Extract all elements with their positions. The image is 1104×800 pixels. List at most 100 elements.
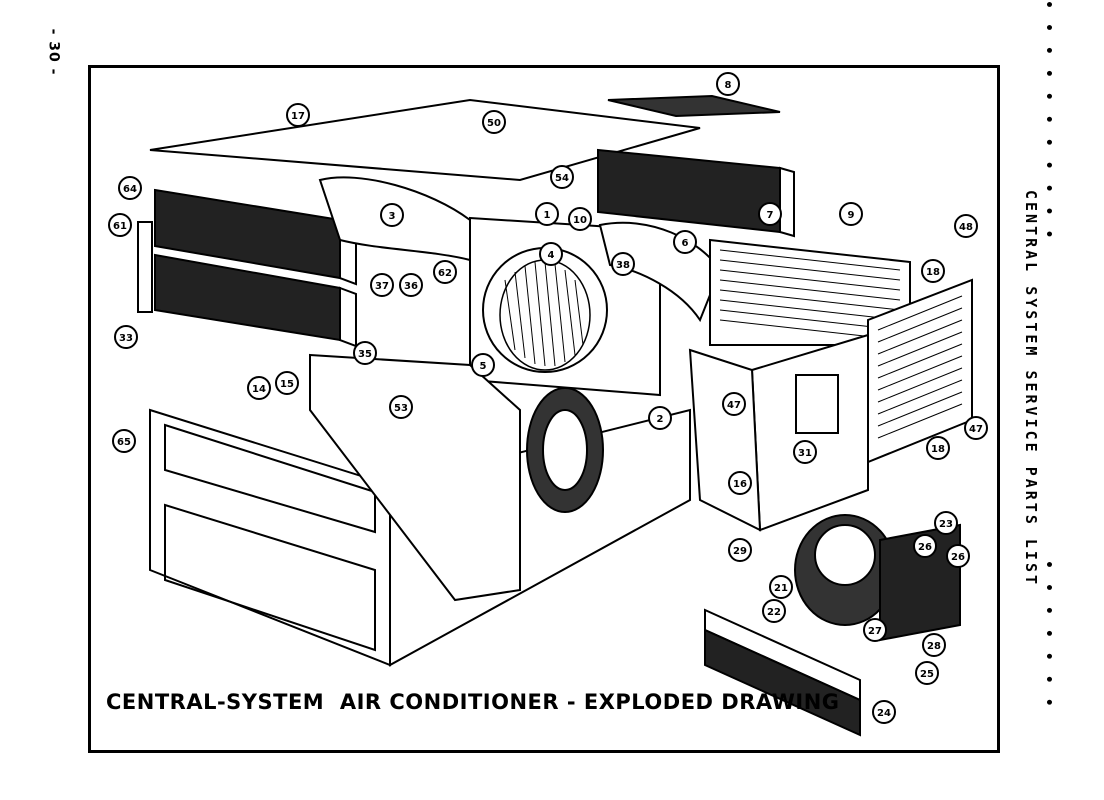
callout: 47: [722, 392, 746, 416]
svg-text:47: 47: [969, 424, 983, 435]
compressor: [794, 514, 896, 626]
svg-text:18: 18: [926, 267, 940, 278]
callout: 50: [482, 110, 506, 134]
svg-text:61: 61: [113, 221, 127, 232]
left-coil-bracket: [137, 221, 153, 313]
svg-text:25: 25: [920, 669, 934, 680]
svg-text:2: 2: [657, 414, 664, 425]
callout: 31: [793, 440, 817, 464]
condenser-coil: [879, 523, 961, 642]
svg-text:15: 15: [280, 379, 294, 390]
svg-text:24: 24: [877, 708, 891, 719]
svg-text:5: 5: [480, 361, 487, 372]
svg-text:9: 9: [848, 210, 855, 221]
callout: 38: [611, 252, 635, 276]
callout: 17: [286, 103, 310, 127]
callout: 7: [758, 202, 782, 226]
svg-text:16: 16: [733, 479, 747, 490]
callout: 16: [728, 471, 752, 495]
svg-text:37: 37: [375, 281, 389, 292]
callout: 28: [922, 633, 946, 657]
svg-text:50: 50: [487, 118, 501, 129]
callout: 18: [921, 259, 945, 283]
callout: 3: [380, 203, 404, 227]
callout: 21: [769, 575, 793, 599]
callout: 23: [934, 511, 958, 535]
callout: 33: [114, 325, 138, 349]
callout: 5: [471, 353, 495, 377]
callout: 22: [762, 599, 786, 623]
callout: 53: [389, 395, 413, 419]
svg-text:8: 8: [725, 80, 732, 91]
callout: 2: [648, 406, 672, 430]
svg-text:27: 27: [868, 626, 882, 637]
svg-text:64: 64: [123, 184, 137, 195]
svg-text:47: 47: [727, 400, 741, 411]
svg-text:4: 4: [548, 250, 555, 261]
dot-leader-top: •••••••••••: [1040, 0, 1056, 253]
svg-text:6: 6: [682, 238, 689, 249]
svg-text:17: 17: [291, 111, 305, 122]
svg-text:7: 7: [767, 210, 774, 221]
callout: 8: [716, 72, 740, 96]
callout: 29: [728, 538, 752, 562]
svg-text:65: 65: [117, 437, 131, 448]
svg-text:22: 22: [767, 607, 781, 618]
partition-panel: [688, 348, 762, 532]
front-coil: [704, 608, 861, 737]
callout: 36: [399, 273, 423, 297]
top-cover: [149, 98, 701, 182]
callout: 26: [946, 544, 970, 568]
svg-text:21: 21: [774, 583, 788, 594]
callout: 18: [926, 436, 950, 460]
svg-text:54: 54: [555, 173, 569, 184]
svg-text:14: 14: [252, 384, 266, 395]
dot-leader-bottom: •••••••: [1040, 560, 1056, 721]
fan-motor: [526, 387, 604, 513]
louver-panel: [867, 278, 973, 464]
callout: 61: [108, 213, 132, 237]
svg-text:33: 33: [119, 333, 133, 344]
callout: 15: [275, 371, 299, 395]
svg-text:62: 62: [438, 268, 452, 279]
callout: 54: [550, 165, 574, 189]
callout: 6: [673, 230, 697, 254]
svg-text:38: 38: [616, 260, 630, 271]
callout: 24: [872, 700, 896, 724]
svg-text:35: 35: [358, 349, 372, 360]
callout: 27: [863, 618, 887, 642]
svg-text:10: 10: [573, 215, 587, 226]
divider-panel: [309, 353, 521, 602]
callout: 4: [539, 242, 563, 266]
drawing-caption: CENTRAL-SYSTEM AIR CONDITIONER - EXPLODE…: [106, 690, 840, 714]
svg-text:48: 48: [959, 222, 973, 233]
callouts: 8 17 50 64 3 61 33 1 10 4 54 37 36 62 38…: [108, 72, 988, 724]
callout: 9: [839, 202, 863, 226]
callout: 47: [964, 416, 988, 440]
callout: 65: [112, 429, 136, 453]
callout: 64: [118, 176, 142, 200]
callout: 26: [913, 534, 937, 558]
svg-text:31: 31: [798, 448, 812, 459]
side-title: CENTRAL SYSTEM SERVICE PARTS LIST: [1022, 190, 1040, 588]
svg-text:18: 18: [931, 444, 945, 455]
callout: 37: [370, 273, 394, 297]
callout: 10: [568, 207, 592, 231]
svg-text:53: 53: [394, 403, 408, 414]
left-coil-lower: [154, 253, 357, 348]
callout: 48: [954, 214, 978, 238]
drawing-frame: [88, 65, 1000, 753]
svg-text:26: 26: [918, 542, 932, 553]
top-grille-strip: [607, 94, 781, 118]
svg-text:36: 36: [404, 281, 418, 292]
callout: 25: [915, 661, 939, 685]
svg-text:23: 23: [939, 519, 953, 530]
svg-text:1: 1: [544, 210, 551, 221]
callout: 35: [353, 341, 377, 365]
control-box: [795, 374, 839, 434]
svg-text:3: 3: [389, 211, 396, 222]
callout: 1: [535, 202, 559, 226]
callout: 14: [247, 376, 271, 400]
svg-text:28: 28: [927, 641, 941, 652]
